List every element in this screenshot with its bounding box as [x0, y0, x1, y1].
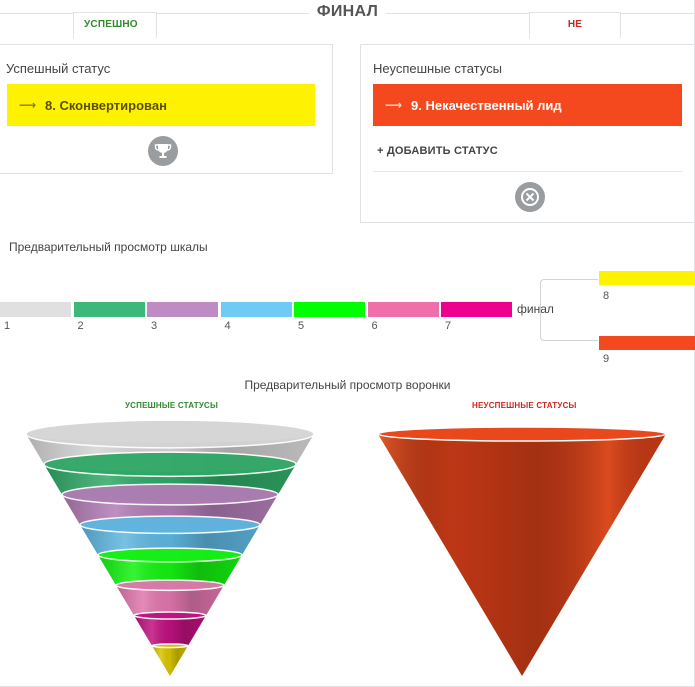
fail-status-panel: Неуспешные статусы ⟶ 9. Некачественный л… — [360, 44, 695, 223]
success-funnel-segment-rim — [79, 515, 261, 535]
fail-funnel-shade — [378, 434, 666, 676]
trophy-icon — [148, 136, 178, 166]
final-label: финал — [517, 302, 554, 316]
scale-number-7: 7 — [445, 320, 452, 332]
success-funnel — [25, 420, 315, 676]
success-funnel-segment-rim — [133, 611, 207, 620]
final-success-bar — [599, 271, 695, 285]
success-funnel-segment-shade — [116, 585, 224, 618]
scale-number-3: 3 — [151, 320, 158, 332]
arrow-right-icon: ⟶ — [19, 98, 37, 112]
scale-number-2: 2 — [77, 320, 84, 332]
arrow-right-icon: ⟶ — [385, 98, 403, 112]
success-funnel-segment-rim — [61, 483, 279, 506]
success-funnel-segment-shade — [98, 555, 242, 589]
tab-success[interactable]: УСПЕШНО — [73, 12, 157, 38]
funnel-preview-title: Предварительный просмотр воронки — [244, 378, 451, 392]
scale-number-1: 1 — [4, 320, 11, 332]
success-funnel-segment-rim — [151, 643, 189, 649]
final-bracket — [540, 279, 598, 341]
success-funnel-segment-shade — [152, 645, 188, 676]
success-panel-title: Успешный статус — [6, 61, 111, 76]
scale-number-5: 5 — [298, 320, 305, 332]
scale-number-4: 4 — [224, 320, 231, 332]
success-funnel-segment-rim — [25, 420, 315, 449]
final-success-number: 8 — [603, 290, 610, 302]
scale-segment-7 — [441, 302, 512, 317]
scale-segment-6 — [367, 302, 439, 317]
success-status-label: 8. Сконвертирован — [45, 97, 167, 113]
success-funnel-segment-shade — [134, 615, 206, 647]
funnel-success-title: УСПЕШНЫЕ СТАТУСЫ — [125, 401, 219, 410]
fail-status-item[interactable]: ⟶ 9. Некачественный лид — [373, 84, 682, 126]
success-funnel-segment-rim — [115, 579, 225, 592]
page-title: ФИНАЛ — [0, 3, 695, 21]
scale-segment-5 — [294, 302, 365, 317]
final-fail-bar — [599, 336, 695, 350]
tab-fail[interactable]: НЕ УСПЕШНО — [529, 12, 621, 54]
fail-funnel — [377, 426, 667, 676]
success-funnel-segment-rim — [97, 547, 243, 563]
add-status-divider — [373, 171, 682, 172]
add-status-button[interactable]: + ДОБАВИТЬ СТАТУС — [377, 145, 498, 157]
scale-segment-3 — [147, 302, 218, 317]
final-fail-number: 9 — [603, 353, 610, 365]
funnel-fail-title: НЕУСПЕШНЫЕ СТАТУСЫ — [472, 401, 577, 410]
scale-preview-title: Предварительный просмотр шкалы — [9, 240, 208, 254]
success-status-panel: Успешный статус ⟶ 8. Сконвертирован — [0, 44, 333, 174]
success-funnel-segment-rim — [43, 451, 297, 478]
fail-funnel-rim — [377, 426, 667, 442]
scale-segment-1 — [0, 302, 71, 317]
scale-number-6: 6 — [371, 320, 378, 332]
close-circle-icon[interactable] — [515, 182, 545, 212]
fail-panel-title: Неуспешные статусы — [373, 61, 502, 76]
scale-segment-2 — [73, 302, 145, 317]
page-title-text: ФИНАЛ — [308, 3, 387, 20]
scale-segment-4 — [220, 302, 292, 317]
fail-status-label: 9. Некачественный лид — [411, 97, 562, 113]
funnel-preview — [25, 420, 667, 676]
success-status-item[interactable]: ⟶ 8. Сконвертирован — [7, 84, 315, 126]
